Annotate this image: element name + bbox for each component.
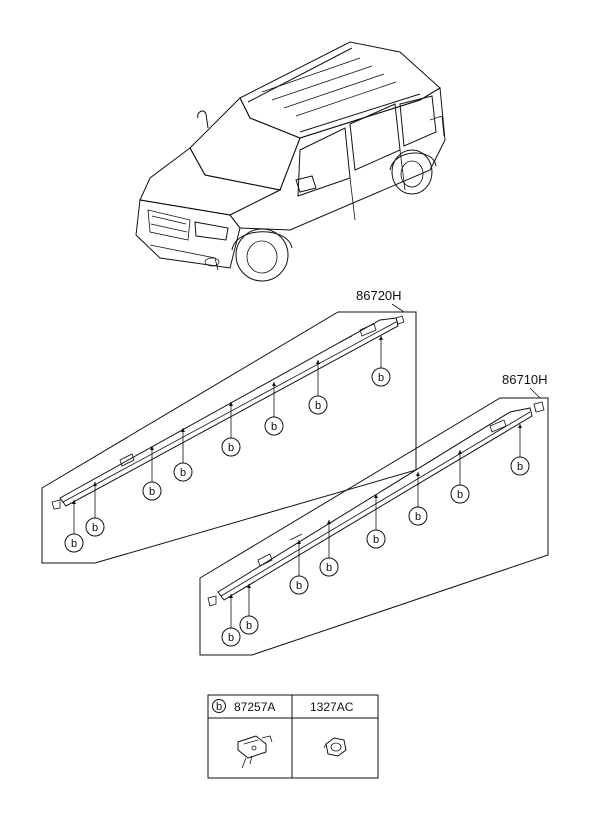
callout-circle <box>408 506 428 526</box>
callout-arrowhead <box>327 520 331 524</box>
callout-label: b <box>373 534 379 546</box>
leader-line <box>391 303 405 313</box>
callout-circle <box>264 416 284 436</box>
callout-label: b <box>246 620 252 632</box>
nut-icon <box>323 737 347 757</box>
callout-label: b <box>457 489 463 501</box>
callout-arrowhead <box>316 360 320 364</box>
upper-rail-assembly: 86720H <box>41 288 417 564</box>
callout-circle <box>366 529 386 549</box>
callout-arrowhead <box>72 500 76 504</box>
callout-circle <box>289 575 309 595</box>
callout-arrowhead <box>272 382 276 386</box>
callout-arrowhead <box>374 494 378 498</box>
callout-label: b <box>315 400 321 412</box>
callout-arrowhead <box>229 402 233 406</box>
callout-label: b <box>180 467 186 479</box>
callout-arrowhead <box>458 450 462 454</box>
part-number-86720H: 86720H <box>356 288 402 303</box>
callout-label: b <box>326 562 332 574</box>
callout-circle <box>221 627 241 647</box>
lower-rail-strip <box>217 407 533 601</box>
callout-circle <box>239 615 259 635</box>
clip-icon <box>237 735 273 769</box>
callout-arrowhead <box>416 472 420 476</box>
callout-arrowhead <box>247 584 251 588</box>
callout-circle <box>142 481 162 501</box>
part-number-86710H: 86710H <box>502 372 548 387</box>
callout-circle <box>221 437 241 457</box>
callout-label: b <box>415 511 421 523</box>
callout-arrowhead <box>181 428 185 432</box>
callout-circle <box>173 462 193 482</box>
callout-arrowhead <box>518 424 522 428</box>
upper-rail-frame <box>41 311 417 564</box>
legend-symbol-circle <box>212 699 226 713</box>
callout-label: b <box>92 522 98 534</box>
legend-table: b 87257A 1327AC <box>207 694 379 779</box>
callout-label: b <box>378 372 384 384</box>
callout-label: b <box>149 486 155 498</box>
callout-arrowhead <box>297 540 301 544</box>
legend-border <box>207 694 379 779</box>
callout-arrowhead <box>379 336 383 340</box>
lower-rail-frame <box>199 397 549 656</box>
callout-circle <box>450 484 470 504</box>
vehicle-illustration <box>135 41 446 282</box>
callout-arrowhead <box>229 594 233 598</box>
callout-arrowhead <box>93 482 97 486</box>
callout-circle <box>510 456 530 476</box>
callout-circle <box>64 533 84 553</box>
callout-circle <box>85 517 105 537</box>
leader-line <box>529 387 541 399</box>
callout-label: b <box>296 580 302 592</box>
callout-circle <box>308 395 328 415</box>
callout-circle <box>371 367 391 387</box>
callout-label: b <box>228 632 234 644</box>
callout-arrowhead <box>150 446 154 450</box>
lower-rail-assembly: 86710H <box>199 372 549 656</box>
callout-label: b <box>71 538 77 550</box>
callout-circle <box>319 557 339 577</box>
legend-part-1327AC: 1327AC <box>310 700 354 714</box>
callout-label: b <box>228 442 234 454</box>
callout-label: b <box>271 421 277 433</box>
callout-label: b <box>517 461 523 473</box>
legend-symbol: b <box>216 701 222 713</box>
legend-part-87257A: 87257A <box>234 700 275 714</box>
